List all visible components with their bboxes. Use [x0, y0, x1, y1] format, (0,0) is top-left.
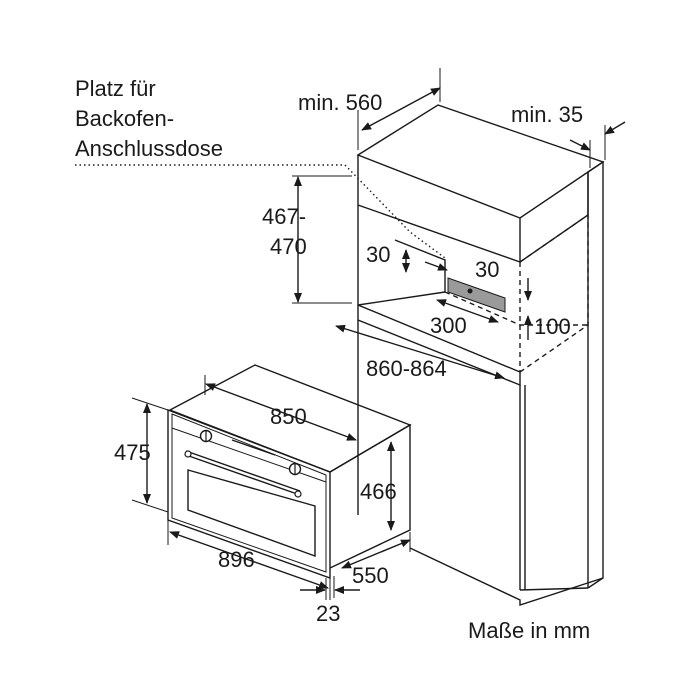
label-outlet-width: 300	[430, 313, 467, 338]
note-line-3: Anschlussdose	[75, 136, 223, 161]
oven-handle-lower	[185, 454, 301, 496]
label-oven-height-body: 466	[360, 479, 397, 504]
dim-niche-depth	[335, 324, 505, 380]
cabinet-plinth	[409, 547, 604, 606]
niche-hidden-right	[519, 215, 589, 373]
label-outlet-top: 30	[475, 257, 499, 282]
oven-display	[231, 439, 276, 456]
label-oven-depth: 550	[352, 563, 389, 588]
dim-outlet-width	[436, 299, 499, 323]
label-oven-height-front: 475	[114, 440, 151, 465]
oven-control-strip	[171, 427, 327, 483]
oven-right-knob-icon	[288, 462, 302, 476]
dim-side-gap	[569, 121, 626, 168]
label-outlet-left: 30	[366, 242, 390, 267]
units-caption: Maße in mm	[468, 618, 590, 643]
label-niche-height-2: 470	[270, 234, 307, 259]
dim-front-thickness	[300, 576, 360, 600]
niche-hidden-top	[519, 214, 589, 263]
note-line-2: Backofen-	[75, 106, 174, 131]
cabinet-niche-left	[357, 205, 521, 373]
label-oven-width-front: 896	[218, 547, 255, 572]
label-side-gap: min. 35	[511, 102, 583, 127]
niche-floor-line	[357, 291, 446, 306]
label-niche-width: min. 560	[298, 90, 382, 115]
oven-handle	[185, 450, 301, 492]
cabinet	[356, 104, 605, 606]
cabinet-right-panel	[587, 160, 604, 589]
niche-back-wall	[394, 239, 446, 292]
note-line-1: Platz für	[75, 76, 156, 101]
dim-niche-height	[292, 175, 352, 304]
cabinet-top-front	[357, 155, 521, 263]
cabinet-top-side	[519, 172, 589, 263]
dim-oven-depth	[341, 532, 411, 569]
oven-door-window	[187, 469, 316, 557]
dim-oven-width-front	[167, 520, 331, 600]
label-niche-height-1: 467-	[262, 204, 306, 229]
socket-hole-icon	[467, 288, 473, 294]
dim-outlet-top	[424, 261, 448, 271]
label-oven-width-body: 850	[270, 404, 307, 429]
label-niche-depth: 860-864	[366, 356, 447, 381]
dim-oven-width-body	[204, 375, 359, 450]
note-leader-line	[75, 164, 446, 259]
oven	[167, 364, 412, 579]
dim-niche-width	[357, 68, 441, 150]
label-front-thickness: 23	[316, 601, 340, 626]
label-outlet-height: 100	[534, 314, 571, 339]
oven-left-knob-icon	[199, 429, 213, 443]
dim-oven-height-front	[131, 397, 169, 513]
cabinet-base-line	[519, 587, 589, 591]
